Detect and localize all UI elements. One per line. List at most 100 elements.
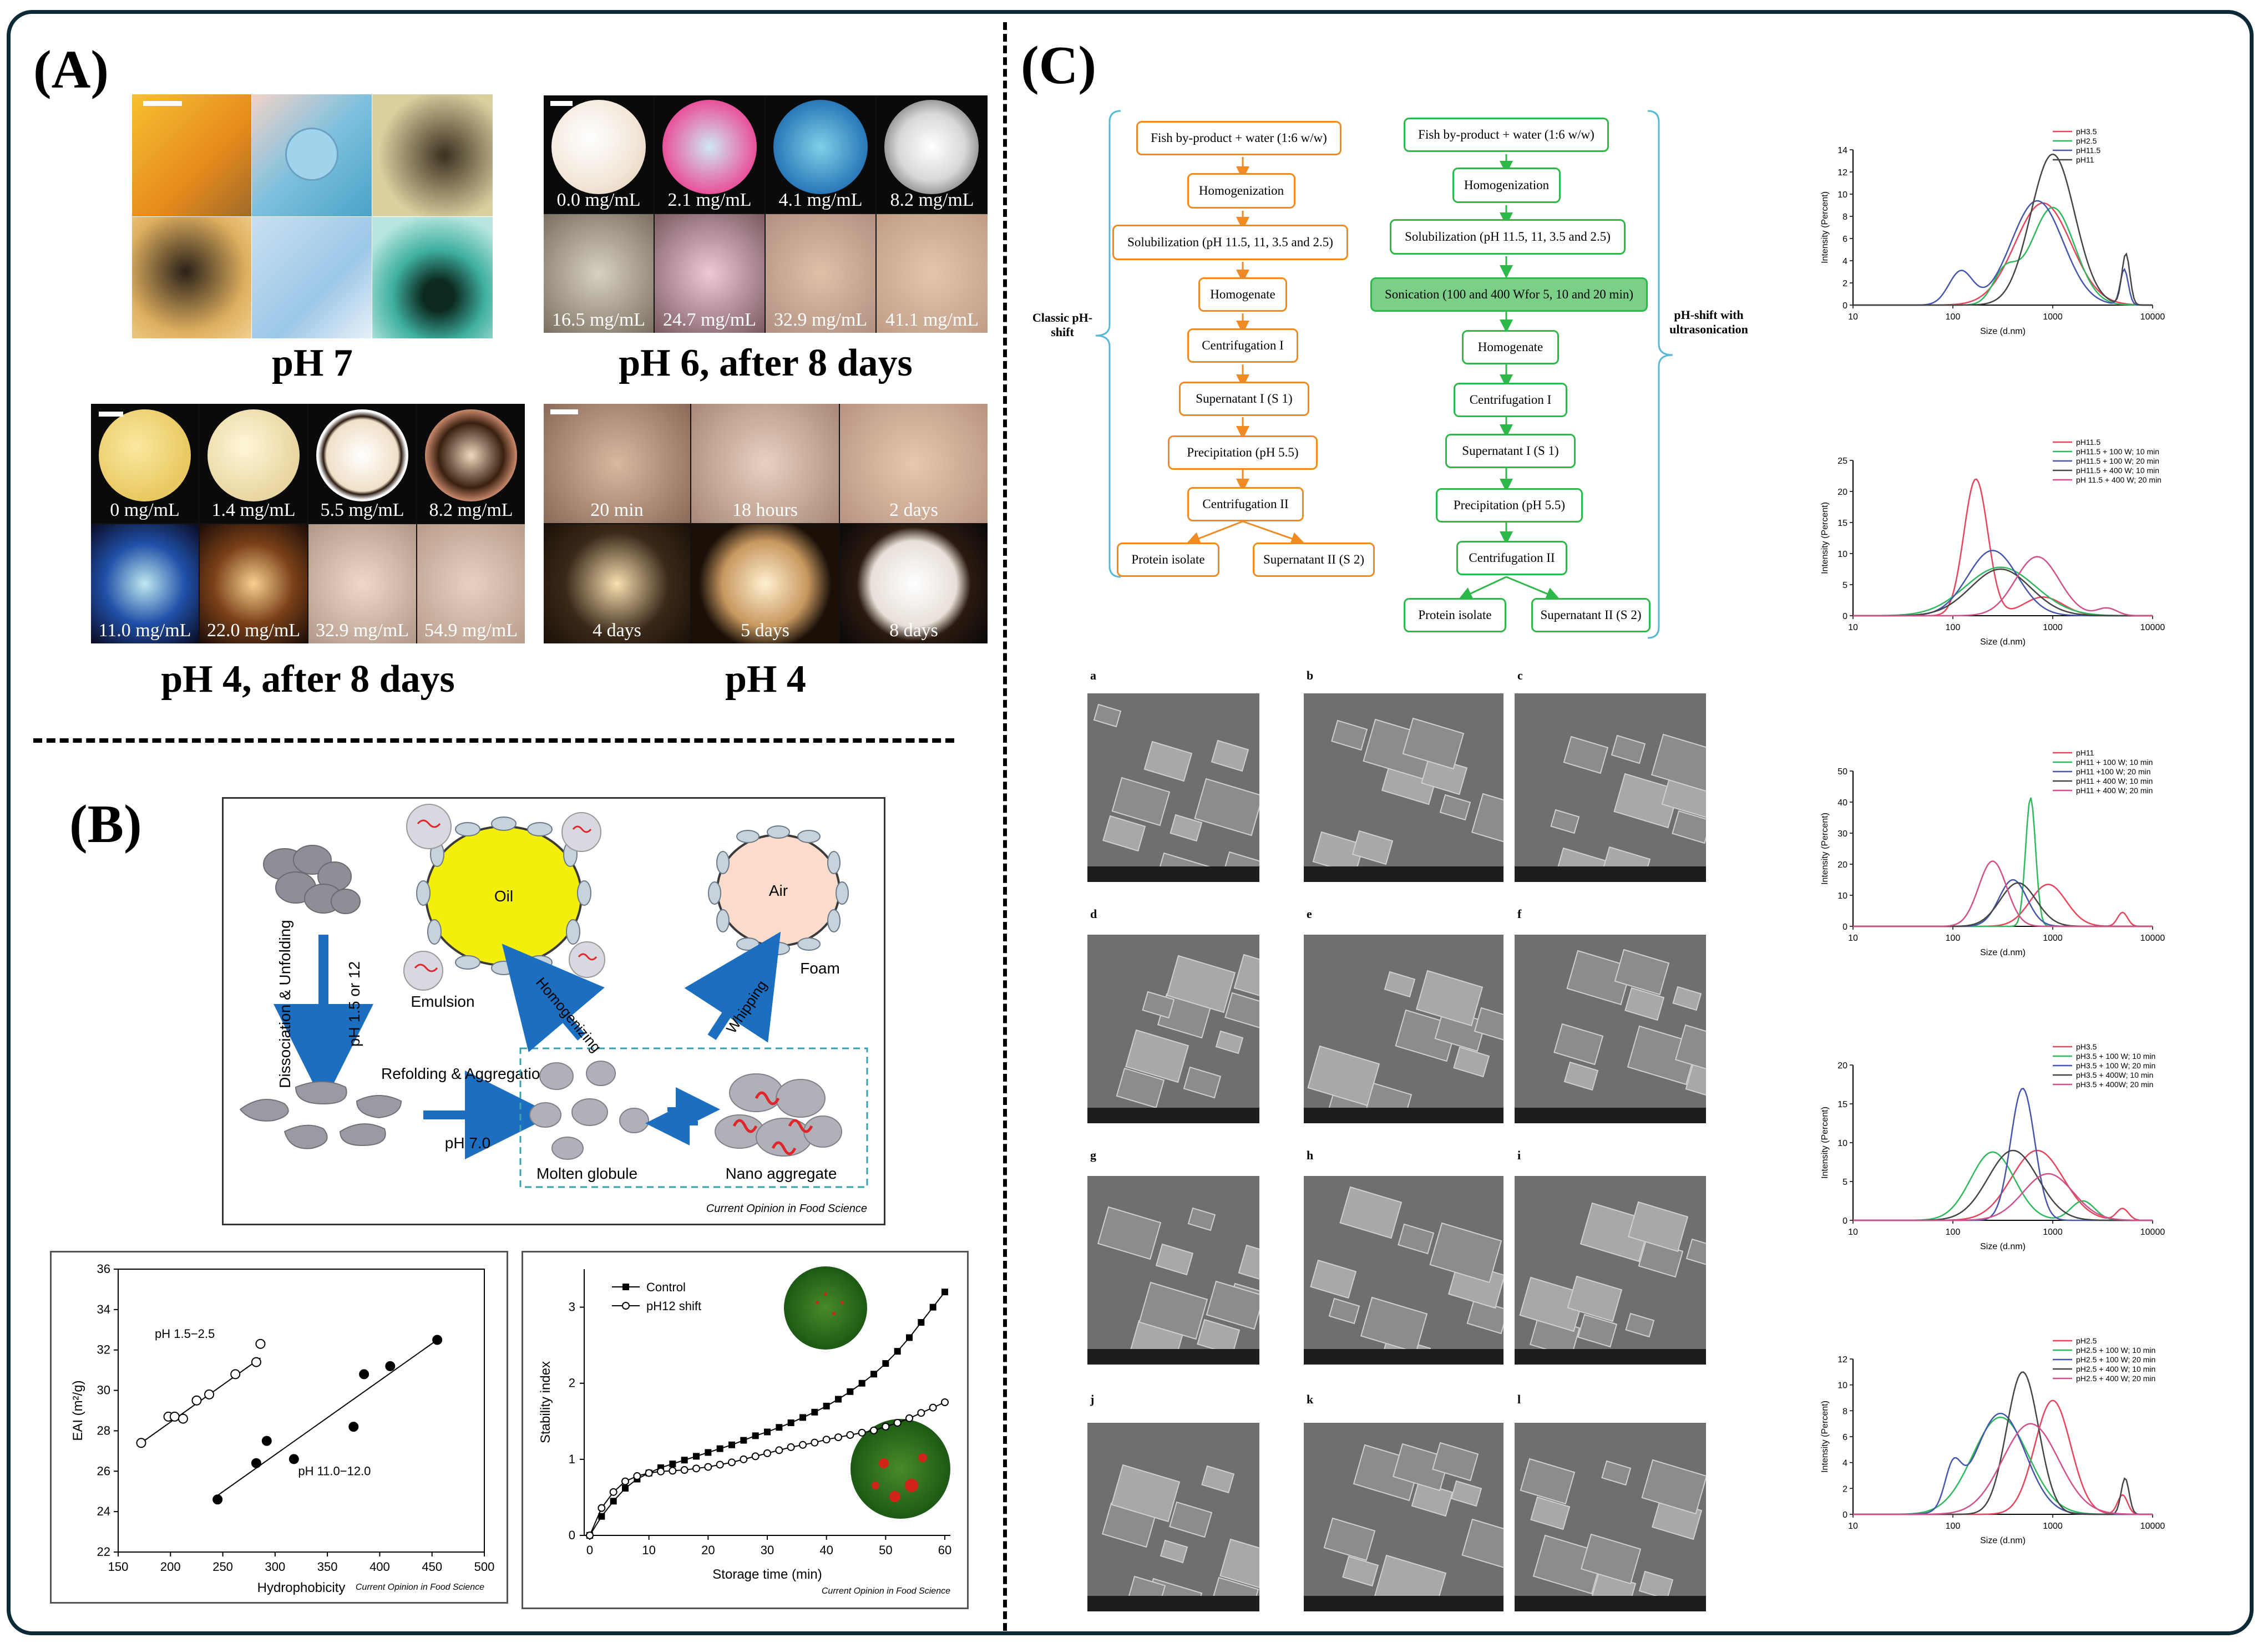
eai-point xyxy=(204,1389,215,1399)
ph6-micrograph: 0.0 mg/mL 2.1 mg/mL 4.1 mg/mL 8.2 mg/mL … xyxy=(544,95,988,333)
eai-point xyxy=(251,1458,261,1468)
dls-legend-label: pH2.5 + 100 W; 20 min xyxy=(2076,1355,2155,1364)
eai-xlabel: Hydrophobicity xyxy=(257,1580,346,1595)
stab-point xyxy=(893,1419,902,1427)
legend-label-control: Control xyxy=(646,1280,686,1294)
dls-series-line xyxy=(1853,153,2153,306)
stab-point xyxy=(681,1457,688,1464)
stab-ytick-label: 0 xyxy=(569,1528,575,1542)
stab-point xyxy=(621,1477,629,1485)
dls-ytick-label: 6 xyxy=(1842,1433,1847,1442)
dls-series-line xyxy=(1853,478,2153,617)
air-label: Air xyxy=(769,882,788,899)
dls-xtick-label: 100 xyxy=(1946,312,1961,322)
sem-image-g xyxy=(1087,1176,1259,1365)
sem-image-e xyxy=(1304,935,1503,1123)
horizontal-divider xyxy=(33,738,954,743)
eai-xtick-label: 150 xyxy=(108,1560,129,1574)
flow-right-step-7: Supernatant I (S 1) xyxy=(1445,434,1576,468)
stab-point xyxy=(645,1469,653,1477)
dls-ytick-label: 15 xyxy=(1837,519,1847,528)
dls-legend-label: pH11.5 + 100 W; 20 min xyxy=(2076,457,2159,465)
dls-xlabel: Size (d.nm) xyxy=(1980,327,2026,336)
stab-point xyxy=(870,1371,877,1378)
dls-legend-label: pH2.5 xyxy=(2076,136,2097,145)
flow-right-step-9: Centrifugation II xyxy=(1456,541,1567,575)
dls-ytick-label: 0 xyxy=(1842,922,1847,932)
stab-point xyxy=(905,1414,913,1422)
flow-right-step-6: Centrifugation I xyxy=(1454,383,1567,417)
dls-series-line xyxy=(1853,550,2153,617)
stab-point xyxy=(917,1409,925,1417)
eai-annotation-acid: pH 1.5−2.5 xyxy=(155,1327,215,1341)
eai-point xyxy=(191,1395,202,1406)
dls-legend-label: pH3.5 + 100 W; 20 min xyxy=(2076,1061,2155,1070)
dls-ylabel: Intensity (Percent) xyxy=(1820,502,1830,574)
dls-ytick-label: 30 xyxy=(1837,829,1847,839)
stab-point xyxy=(776,1424,783,1431)
dls-legend-label: pH3.5 xyxy=(2076,1042,2097,1051)
dls-legend-label: pH2.5 xyxy=(2076,1336,2097,1345)
flow-left-step-3: Solubilization (pH 11.5, 11, 3.5 and 2.5… xyxy=(1112,225,1348,260)
dls-xlabel: Size (d.nm) xyxy=(1980,1242,2026,1251)
dls-xtick-label: 10000 xyxy=(2140,1228,2165,1237)
eai-xtick-label: 450 xyxy=(422,1560,442,1574)
eai-point xyxy=(261,1436,272,1446)
stab-point xyxy=(822,1436,831,1444)
stab-xtick-label: 40 xyxy=(819,1543,833,1557)
sem-image-k xyxy=(1304,1423,1503,1611)
molten-globule-label: Molten globule xyxy=(536,1165,637,1182)
dls-ylabel: Intensity (Percent) xyxy=(1820,1401,1830,1473)
stab-point xyxy=(680,1466,688,1474)
stab-point xyxy=(693,1453,700,1460)
eai-xtick-label: 300 xyxy=(265,1560,285,1574)
dls-ytick-label: 8 xyxy=(1842,212,1847,222)
dls-ytick-label: 50 xyxy=(1837,767,1847,777)
ph4-time-micrograph: 20 min 18 hours 2 days 4 days 5 days 8 d… xyxy=(544,404,988,643)
eai-point xyxy=(169,1411,180,1422)
dls-legend-label: pH 11.5 + 400 W; 20 min xyxy=(2076,475,2161,484)
refolding-label: Refolding & Aggregation xyxy=(381,1065,549,1082)
stab-point xyxy=(598,1513,605,1520)
panel-a-label: (A) xyxy=(33,40,109,100)
ph4-8days-micrograph: 0 mg/mL 1.4 mg/mL 5.5 mg/mL 8.2 mg/mL 11… xyxy=(91,404,525,643)
caption-ph7: pH 7 xyxy=(272,342,353,384)
dls-xtick-label: 10000 xyxy=(2140,623,2165,632)
stab-ytick-label: 2 xyxy=(569,1376,575,1390)
dls-legend-label: pH2.5 + 400 W; 10 min xyxy=(2076,1365,2155,1373)
micrograph-ph12 xyxy=(850,1419,950,1519)
dls-ytick-label: 10 xyxy=(1837,891,1847,901)
flow-left-step-9: Protein isolate xyxy=(1117,542,1219,577)
flow-right-step-2: Homogenization xyxy=(1452,168,1561,203)
dls-xtick-label: 100 xyxy=(1946,623,1961,632)
dls-series-line xyxy=(1853,860,2153,927)
dls-ylabel: Intensity (Percent) xyxy=(1820,813,1830,885)
stab-point xyxy=(716,1461,724,1469)
stab-point xyxy=(728,1441,735,1448)
sem-label-h: h xyxy=(1307,1148,1314,1162)
dls-series-line xyxy=(1853,1412,2153,1515)
eai-fit-line xyxy=(217,1339,438,1496)
sem-label-g: g xyxy=(1090,1148,1096,1162)
flow-left-step-1: Fish by-product + water (1:6 w/w) xyxy=(1136,121,1341,155)
stab-point xyxy=(633,1472,641,1480)
eai-ytick-label: 32 xyxy=(97,1343,110,1357)
dls-legend-label: pH3.5 xyxy=(2076,127,2097,136)
dissociation-label: Dissociation & Unfolding xyxy=(276,920,293,1088)
sem-label-k: k xyxy=(1307,1392,1314,1406)
dls-series-line xyxy=(1853,206,2153,306)
dls-ytick-label: 0 xyxy=(1842,1216,1847,1226)
eai-point xyxy=(385,1361,396,1371)
eai-point xyxy=(178,1413,188,1424)
dls-legend-label: pH11 + 400 W; 20 min xyxy=(2076,786,2153,795)
dls-ytick-label: 0 xyxy=(1842,1510,1847,1520)
dls-ytick-label: 12 xyxy=(1837,1355,1847,1365)
dls-ytick-label: 15 xyxy=(1837,1100,1847,1109)
dls-xtick-label: 1000 xyxy=(2043,1522,2063,1531)
nano-aggregate-label: Nano aggregate xyxy=(726,1165,837,1182)
flow-right-step-10: Protein isolate xyxy=(1404,598,1506,632)
stab-point xyxy=(894,1348,901,1355)
stab-point xyxy=(705,1449,712,1456)
